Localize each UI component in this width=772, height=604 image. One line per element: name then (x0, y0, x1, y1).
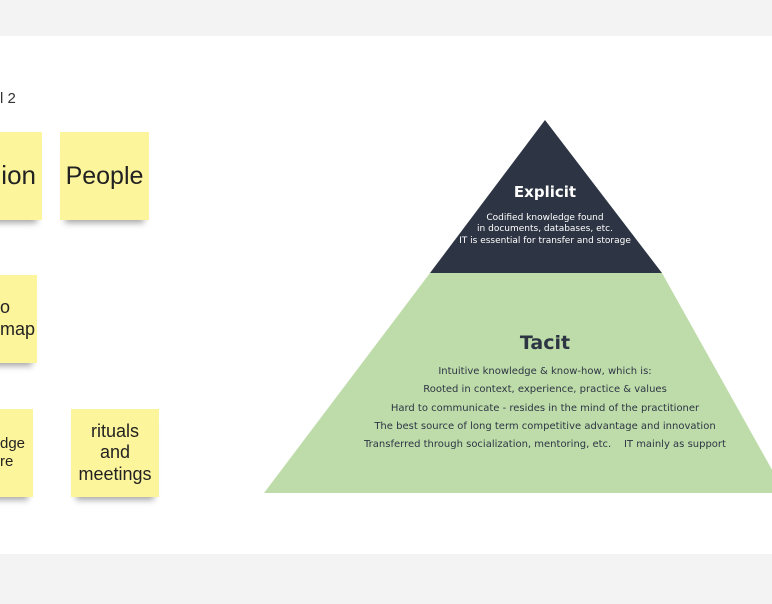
tacit-line: Intuitive knowledge & know-how, which is… (438, 366, 651, 377)
frame-label: l 2 (0, 90, 16, 107)
tacit-line: The best source of long term competitive… (373, 421, 715, 432)
tacit-line: Transferred through socialization, mento… (363, 439, 726, 450)
sticky-note-partial-knowledge[interactable]: dge re (0, 409, 33, 497)
explicit-line: in documents, databases, etc. (477, 224, 613, 234)
tacit-line: Rooted in context, experience, practice … (423, 384, 667, 395)
explicit-line: IT is essential for transfer and storage (459, 236, 631, 246)
sticky-note-text: dge re (0, 435, 26, 470)
knowledge-pyramid[interactable]: Explicit Codified knowledge found in doc… (0, 36, 772, 554)
sticky-note-rituals[interactable]: rituals and meetings (71, 409, 159, 497)
sticky-note-text: rituals and meetings (78, 420, 152, 484)
tacit-section[interactable] (264, 273, 772, 493)
whiteboard-canvas[interactable]: l 2 ion People o map dge re rituals and … (0, 36, 772, 554)
sticky-note-partial-ion[interactable]: ion (0, 132, 42, 220)
sticky-note-text: People (65, 162, 144, 190)
sticky-note-partial-map[interactable]: o map (0, 275, 37, 363)
sticky-note-text: ion (1, 160, 36, 191)
explicit-title: Explicit (514, 183, 576, 201)
sticky-note-people[interactable]: People (60, 132, 149, 220)
sticky-note-text: o map (0, 297, 36, 339)
explicit-line: Codified knowledge found (486, 213, 603, 223)
explicit-section[interactable] (430, 120, 662, 273)
tacit-title: Tacit (520, 332, 570, 354)
tacit-line: Hard to communicate - resides in the min… (391, 403, 700, 414)
